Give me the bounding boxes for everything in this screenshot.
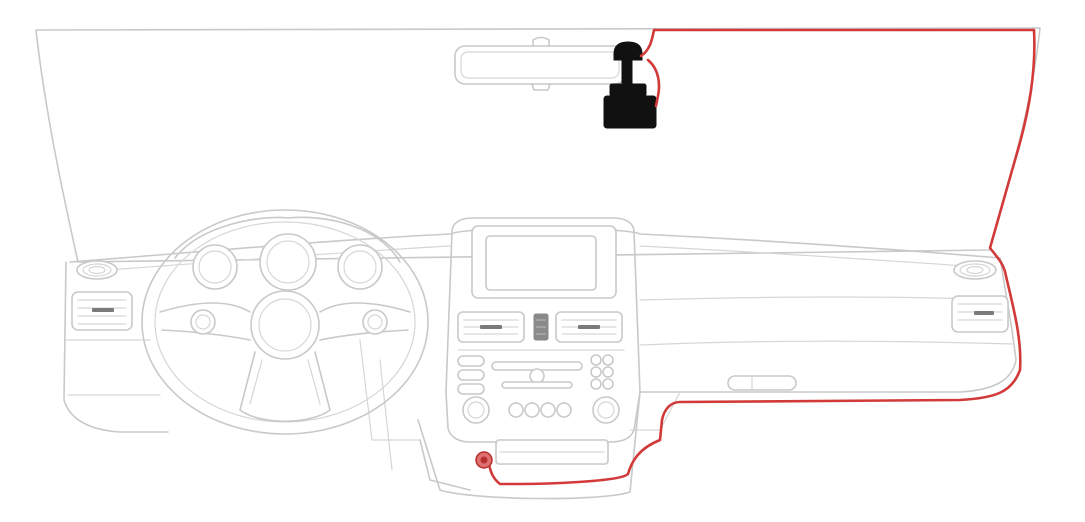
radio-controls	[457, 349, 625, 424]
lower-console	[495, 439, 609, 465]
air-vent-right	[951, 295, 1009, 333]
steering-wheel	[141, 209, 429, 435]
power-socket	[475, 451, 493, 469]
speaker-grille-left	[76, 260, 118, 280]
air-vent-left	[71, 291, 133, 331]
rear-view-mirror	[454, 36, 626, 91]
power-cable	[486, 28, 1036, 486]
instrument-cluster	[174, 216, 401, 291]
center-console	[445, 217, 641, 443]
air-vent-center	[457, 311, 623, 343]
glovebox-handle	[727, 375, 797, 391]
dash-camera	[603, 41, 657, 129]
speaker-grille-right	[953, 260, 997, 280]
